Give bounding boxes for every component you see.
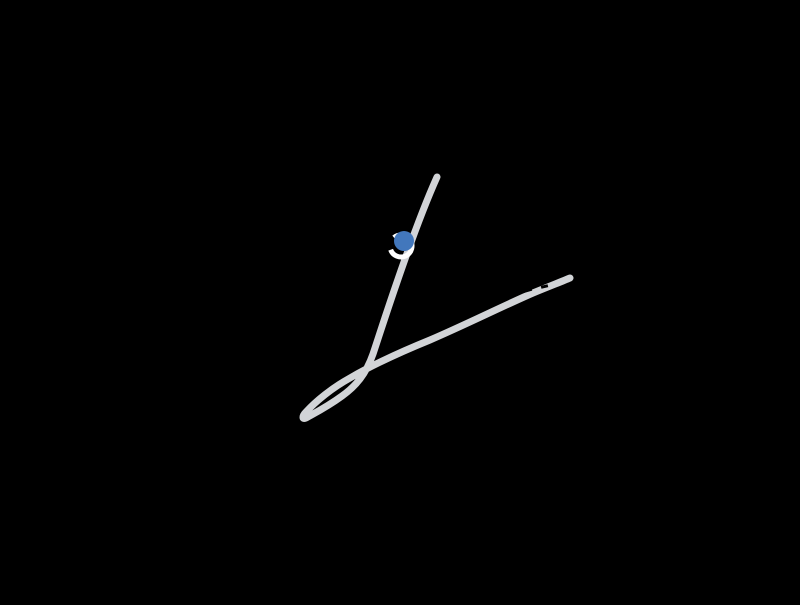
- stroke-gaps-group: [407, 284, 549, 338]
- stroke-gap-1: [407, 329, 416, 338]
- stroke-gap-4: [502, 296, 509, 302]
- stroke-gap-6: [540, 284, 549, 289]
- stroke-gap-2: [422, 325, 433, 332]
- descending-loop-stroke: [299, 173, 574, 422]
- ink-strokes-group: [299, 173, 574, 422]
- stroke-gap-5: [521, 287, 533, 294]
- stroke-gap-3: [479, 301, 489, 308]
